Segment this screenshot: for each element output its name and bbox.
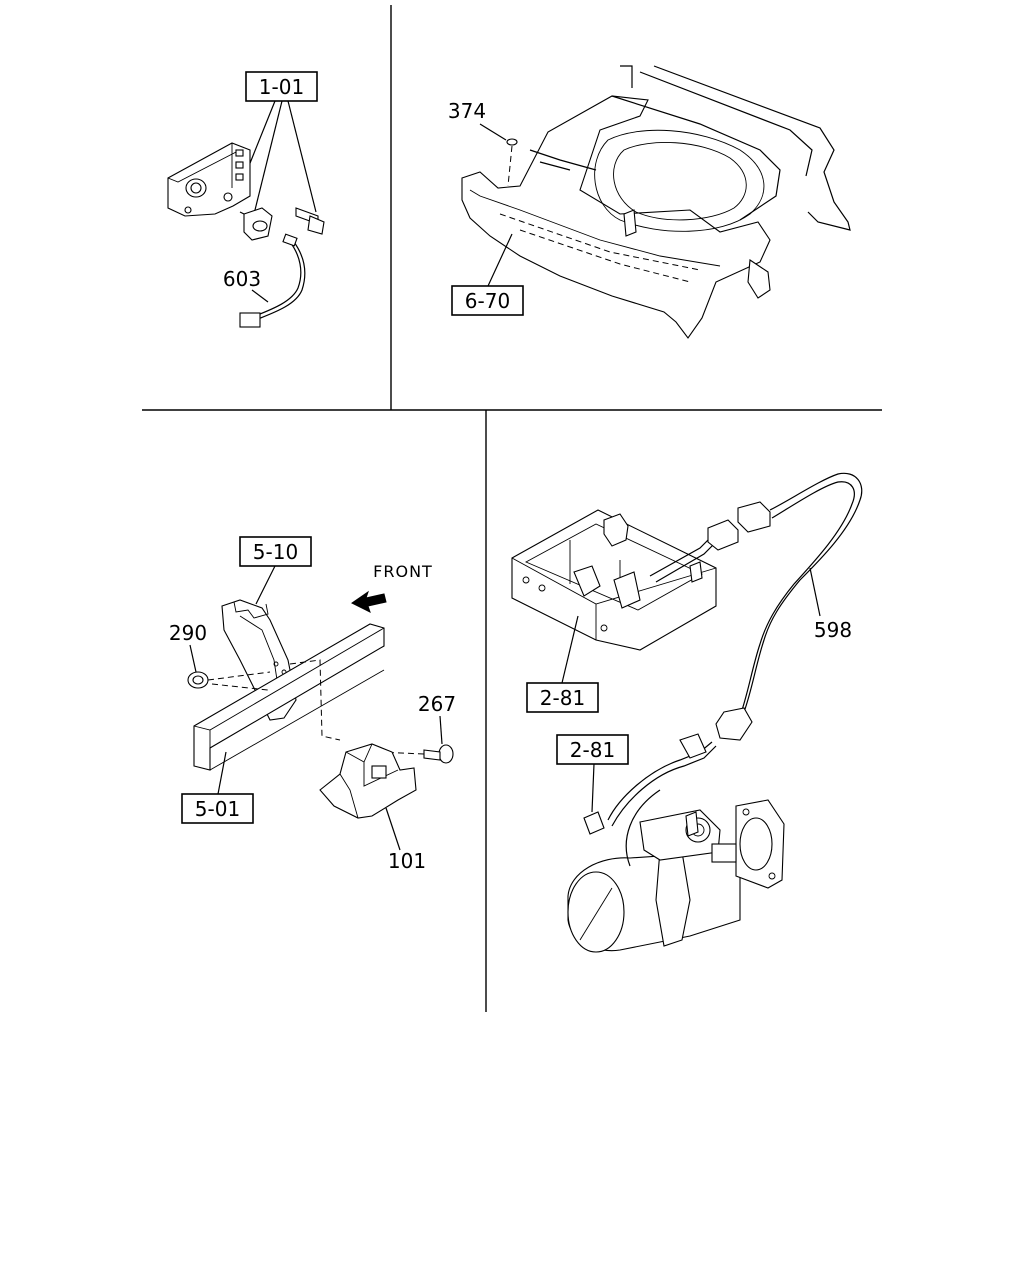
callout-290-label: 290 — [169, 621, 207, 645]
callout-box-5-01 — [181, 793, 254, 824]
crossmember-assembly — [461, 65, 851, 339]
sensor-bracket — [167, 142, 251, 217]
callout-2-81-lower-label: 2-81 — [570, 738, 615, 762]
mounting-bolt — [295, 207, 325, 235]
callout-6-70-label: 6-70 — [465, 289, 510, 313]
sensor-bracket-101 — [319, 743, 417, 819]
bolt-267 — [423, 744, 454, 764]
panel-top-left: 1-01 — [167, 71, 325, 328]
sensor-cable — [239, 233, 306, 328]
callout-5-10-label: 5-10 — [253, 540, 298, 564]
callout-5-01-label: 5-01 — [195, 797, 240, 821]
panel-bottom-left: 5-10 FRONT 290 267 — [169, 536, 456, 873]
callout-2-81-upper-label: 2-81 — [540, 686, 585, 710]
callout-box-2-81-lower — [556, 734, 629, 765]
starter-motor — [567, 733, 785, 953]
panel-separators — [142, 5, 882, 1012]
callout-374-label: 374 — [448, 99, 486, 123]
panel-bottom-right: 598 2-81 2-81 — [511, 472, 863, 953]
frame-rail-5-01 — [193, 623, 385, 771]
panel-top-right: 374 6-70 — [448, 65, 851, 339]
control-box — [511, 509, 717, 651]
front-direction-label: FRONT — [373, 562, 433, 581]
callout-1-01-label: 1-01 — [259, 75, 304, 99]
callout-598-label: 598 — [814, 618, 852, 642]
wiring-harness-598 — [649, 472, 863, 741]
flange-nut-290 — [187, 671, 209, 689]
front-arrow-icon — [351, 590, 387, 613]
callout-603-label: 603 — [223, 267, 261, 291]
callout-box-5-10 — [239, 536, 312, 567]
grommet-374 — [506, 138, 518, 146]
knock-sensor — [239, 207, 273, 241]
callout-267-label: 267 — [418, 692, 456, 716]
callout-101-label: 101 — [388, 849, 426, 873]
callout-box-6-70 — [451, 285, 524, 316]
